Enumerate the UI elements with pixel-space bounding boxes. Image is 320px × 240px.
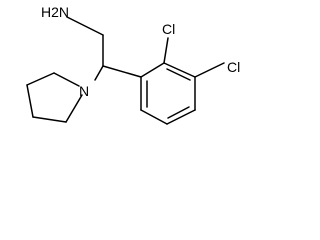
chlorine-right-label: Cl [227, 59, 240, 75]
pyrrolidine-bond-c4-c5 [26, 72, 55, 86]
bond-c3-cl-right [194, 62, 225, 78]
bond-ch-pyrrolidine-n [94, 65, 104, 81]
ring-bond-c4-c5 [166, 109, 196, 125]
pyrrolidine-nitrogen-label: N [79, 83, 89, 99]
molecular-structure: H2N Cl Cl N [26, 4, 240, 125]
chlorine-upper-label: Cl [162, 21, 175, 37]
ring-double-bond-inner-2 [167, 106, 190, 119]
ring-bond-c1-c2 [140, 62, 165, 78]
pyrrolidine-bond-n-c2 [65, 94, 83, 123]
pyrrolidine-bond-c3-c4 [26, 84, 34, 118]
pyrrolidine-bond-c5-n [53, 72, 80, 87]
ring-bond-c5-c6 [140, 109, 168, 125]
bond-ch-ring [102, 65, 142, 78]
ring-bond-c2-c3 [163, 62, 196, 78]
amine-label: H2N [41, 4, 69, 20]
bond-c2-cl-upper [163, 37, 169, 64]
bond-amine-ch2 [66, 16, 104, 36]
ring-double-bond-inner-1 [166, 68, 191, 81]
pyrrolidine-bond-c2-c3 [32, 116, 67, 123]
